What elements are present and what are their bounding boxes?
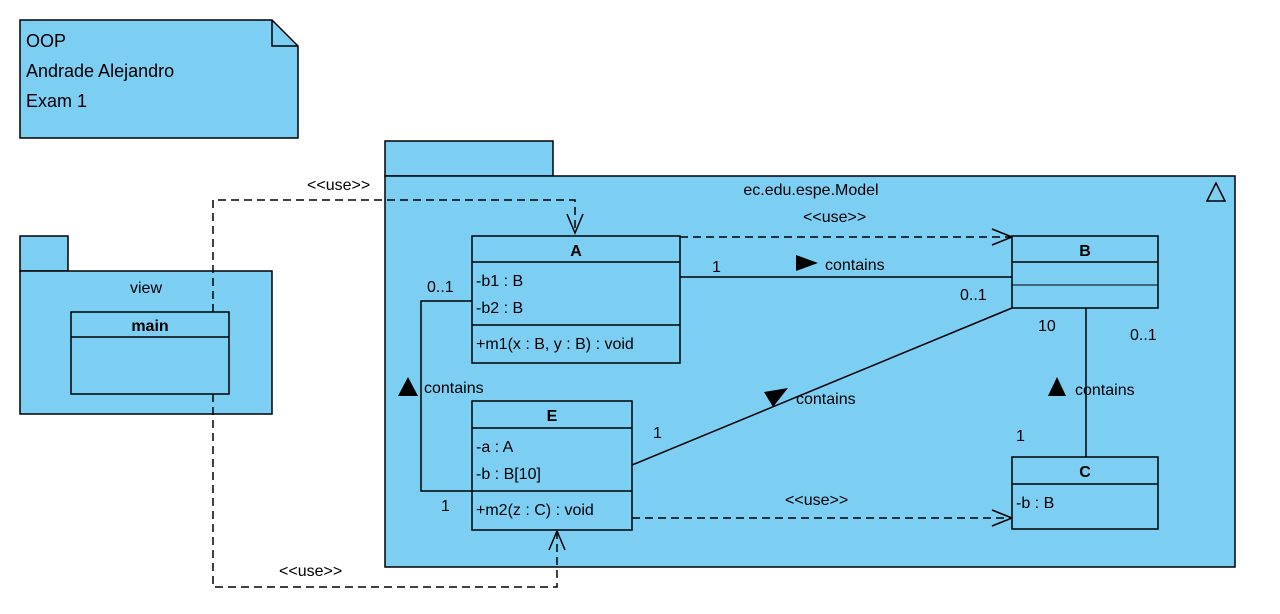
relation-use-e-c[interactable]: <<use>> (632, 492, 1015, 527)
relation-e-b-contains[interactable]: contains 1 10 (631, 307, 1056, 466)
a-b-mult-b: 0..1 (960, 287, 987, 304)
class-e[interactable]: E -a : A -b : B[10] +m2(z : C) : void (471, 400, 633, 531)
direction-arrow-right-icon (796, 255, 818, 271)
class-c-box (1011, 456, 1159, 530)
e-a-line (420, 300, 472, 492)
class-c[interactable]: C -b : B (1011, 456, 1159, 530)
note-line-3: Exam 1 (26, 91, 87, 111)
use-a-b-label: <<use>> (803, 209, 866, 226)
class-a[interactable]: A -b1 : B -b2 : B +m1(x : B, y : B) : vo… (471, 235, 681, 364)
package-view-name: view (130, 280, 162, 297)
use-main-e-arrowhead (548, 529, 566, 551)
package-model-tab (384, 140, 554, 177)
relation-use-main-e[interactable]: <<use>> (212, 394, 566, 588)
package-view-tab (19, 235, 69, 272)
use-main-a-arrowhead (566, 213, 584, 235)
e-b-line (631, 307, 1013, 466)
triangle-icon (1205, 181, 1227, 202)
note-line-2: Andrade Alejandro (26, 61, 174, 81)
use-main-e-line (212, 394, 558, 588)
a-b-mult-a: 1 (712, 259, 721, 276)
note[interactable]: OOP Andrade Alejandro Exam 1 (19, 19, 299, 139)
c-b-label: contains (1075, 382, 1135, 399)
class-main-box (70, 311, 230, 395)
class-b-box (1011, 235, 1159, 309)
class-a-operation: +m1(x : B, y : B) : void (476, 336, 634, 353)
use-e-c-label: <<use>> (785, 492, 848, 509)
e-a-mult-a: 0..1 (427, 279, 454, 296)
direction-arrow-up-icon (398, 377, 418, 396)
class-e-attribute: -b : B[10] (476, 466, 541, 483)
class-a-attribute: -b1 : B (476, 273, 523, 290)
c-b-mult-b: 0..1 (1130, 327, 1157, 344)
direction-arrow-down-icon (764, 388, 788, 407)
class-main-name: main (131, 318, 168, 335)
class-c-name: C (1079, 464, 1091, 481)
class-c-attribute: -b : B (1016, 495, 1054, 512)
e-a-label: contains (424, 380, 484, 397)
relation-e-a-contains[interactable]: contains 0..1 1 (398, 279, 484, 515)
class-a-name: A (570, 243, 582, 260)
class-main[interactable]: main (70, 311, 230, 395)
class-e-operation: +m2(z : C) : void (476, 502, 594, 519)
e-b-mult-b: 10 (1038, 318, 1056, 335)
a-b-label: contains (825, 257, 885, 274)
e-b-mult-e: 1 (653, 425, 662, 442)
class-e-attribute: -a : A (476, 439, 514, 456)
note-line-1: OOP (26, 31, 66, 51)
relation-c-b-contains[interactable]: contains 1 0..1 (1016, 308, 1157, 457)
class-a-attribute: -b2 : B (476, 300, 523, 317)
use-main-e-label: <<use>> (279, 563, 342, 580)
note-shape (19, 19, 299, 139)
package-model-name: ec.edu.espe.Model (743, 182, 878, 199)
class-e-box (471, 400, 633, 531)
e-b-label: contains (796, 391, 856, 408)
use-main-a-label: <<use>> (307, 177, 370, 194)
class-b[interactable]: B (1011, 235, 1159, 309)
class-e-name: E (547, 408, 558, 425)
class-a-box (471, 235, 681, 364)
note-fold (271, 20, 298, 47)
c-b-mult-c: 1 (1016, 428, 1025, 445)
use-main-a-line (212, 199, 576, 312)
direction-arrow-up-icon (1048, 377, 1066, 396)
relation-use-main-a[interactable]: <<use>> (212, 177, 584, 312)
class-b-name: B (1079, 243, 1091, 260)
relation-a-b-contains[interactable]: contains 1 0..1 (680, 255, 1012, 304)
e-a-mult-e: 1 (441, 498, 450, 515)
